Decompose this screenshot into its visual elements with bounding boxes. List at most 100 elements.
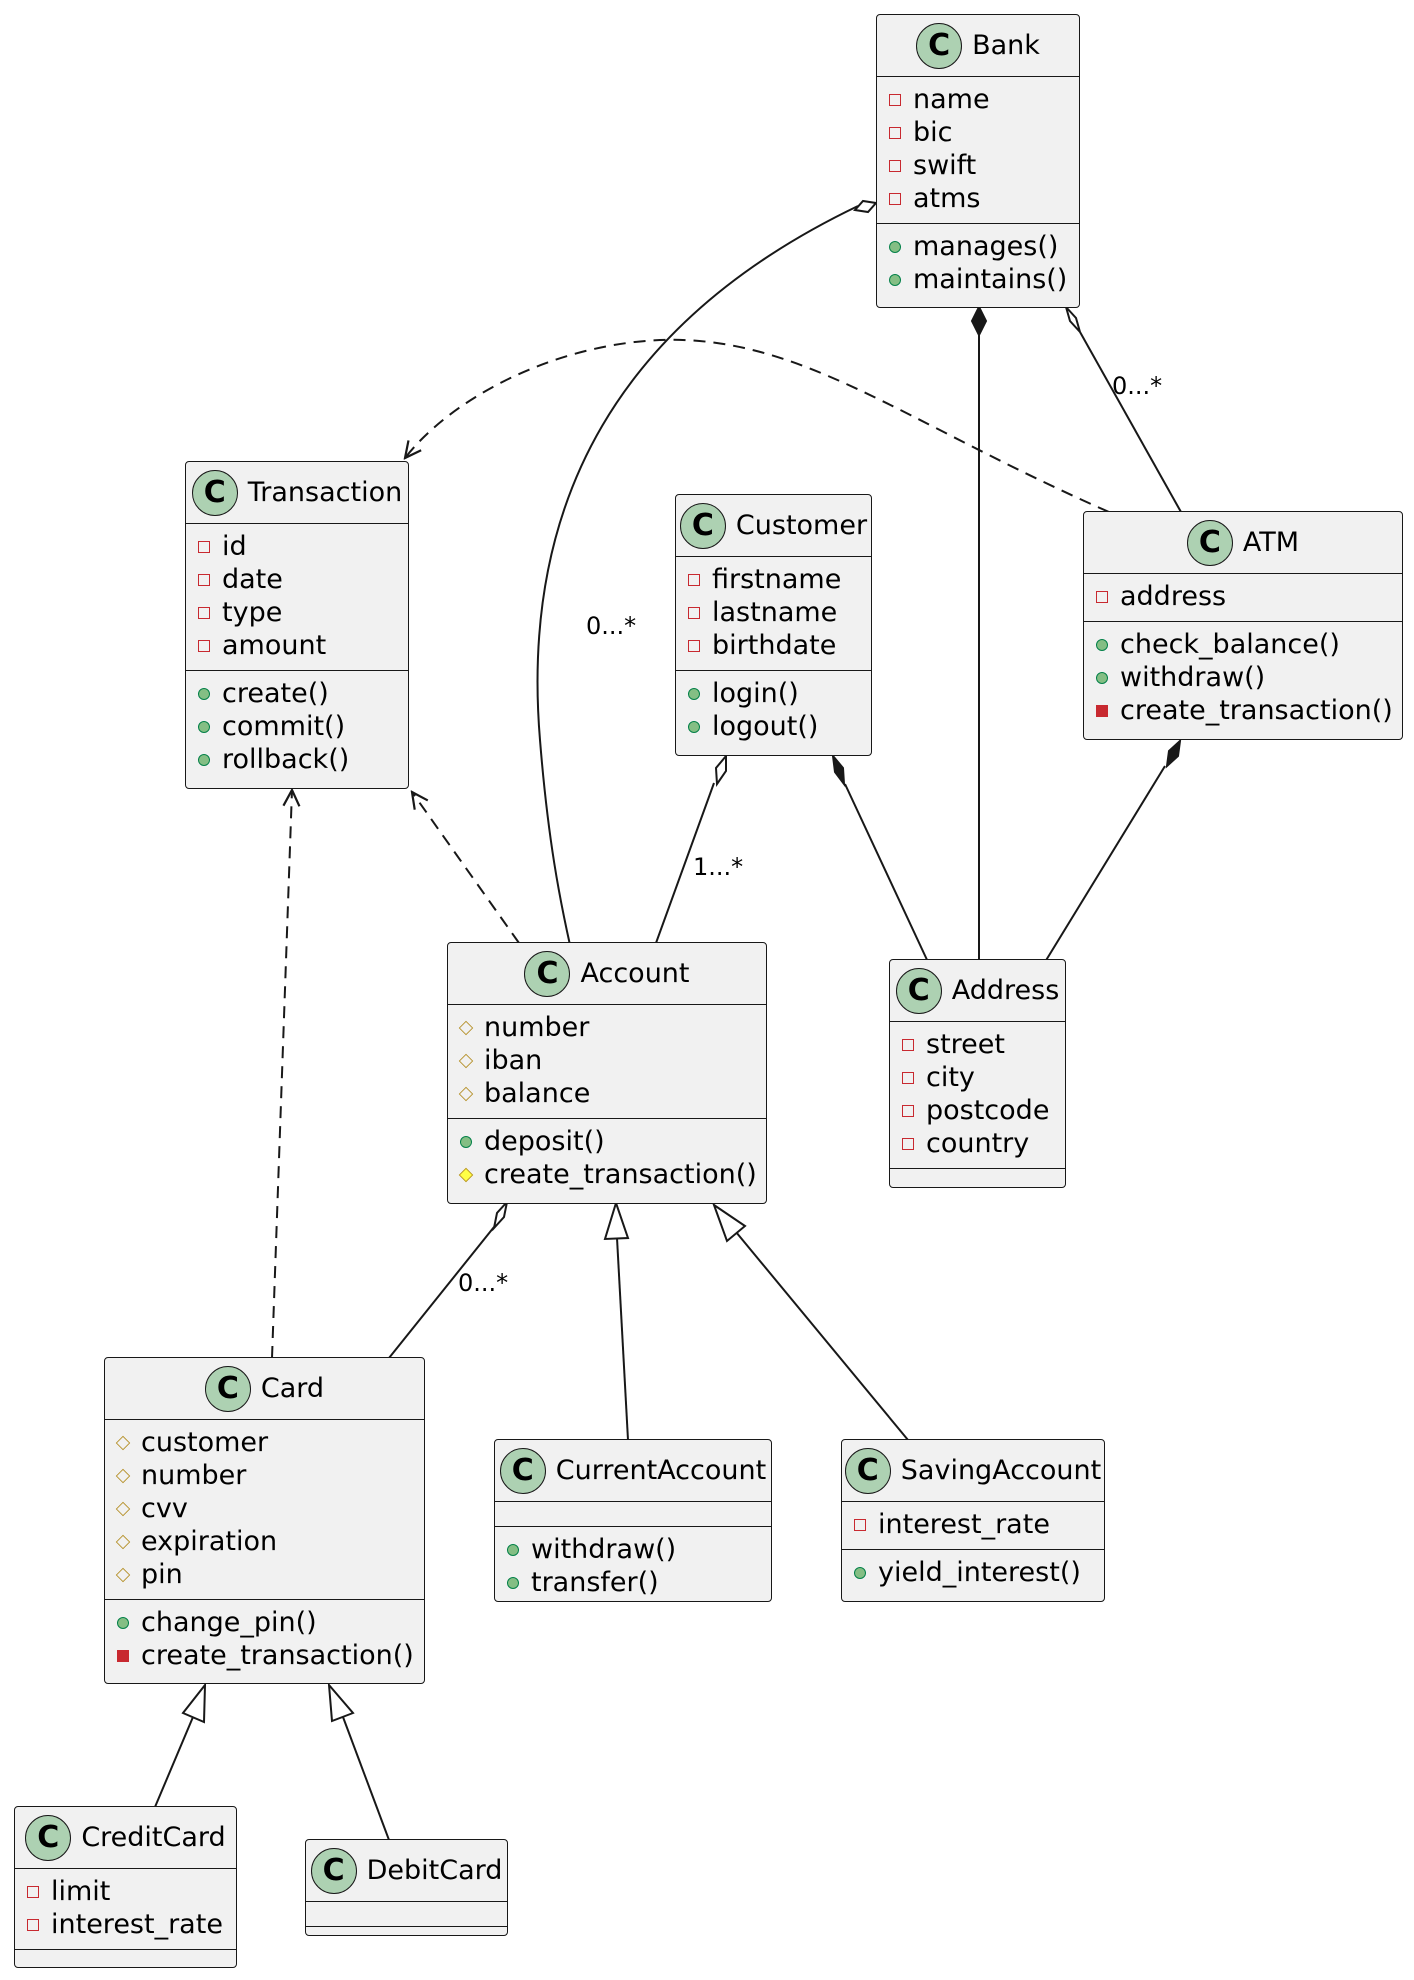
attribute-row: number bbox=[458, 1011, 754, 1044]
attribute-name: interest_rate bbox=[51, 1909, 223, 1940]
private-visibility-icon bbox=[198, 639, 210, 652]
class-name: Bank bbox=[972, 30, 1040, 61]
attribute-row: customer bbox=[115, 1426, 412, 1459]
attribute-name: cvv bbox=[141, 1493, 188, 1524]
class-header: C Card bbox=[105, 1358, 424, 1420]
composition-diamond bbox=[1165, 738, 1182, 769]
class-stereotype-icon: C bbox=[204, 1365, 251, 1412]
operations-section: yield_interest() bbox=[842, 1550, 1104, 1597]
private-visibility-icon bbox=[1096, 590, 1108, 603]
attribute-name: expiration bbox=[141, 1526, 278, 1557]
edge-debitcard-card bbox=[327, 1682, 390, 1841]
aggregation-diamond bbox=[492, 1198, 509, 1232]
attribute-name: bic bbox=[913, 117, 953, 148]
edge-creditcard-card bbox=[154, 1682, 207, 1808]
private-visibility-icon bbox=[889, 126, 901, 139]
class-name: SavingAccount bbox=[900, 1455, 1102, 1486]
edge-savingaccount-account bbox=[712, 1202, 909, 1441]
operations-section bbox=[890, 1169, 1065, 1193]
public-visibility-icon bbox=[1096, 638, 1108, 651]
class-stereotype-icon: C bbox=[524, 950, 571, 997]
operation-name: withdraw() bbox=[531, 1534, 677, 1565]
aggregation-diamond bbox=[714, 753, 727, 787]
operation-name: rollback() bbox=[222, 744, 350, 775]
operation-row: create_transaction() bbox=[458, 1158, 757, 1191]
protected-visibility-icon bbox=[115, 1501, 131, 1516]
operation-row: create_transaction() bbox=[1096, 694, 1393, 727]
operation-name: check_balance() bbox=[1120, 629, 1340, 660]
public-visibility-icon bbox=[854, 1566, 866, 1579]
attribute-row: limit bbox=[27, 1875, 224, 1908]
attribute-name: address bbox=[1120, 581, 1227, 612]
attribute-row: lastname bbox=[688, 596, 859, 629]
private-visibility-icon bbox=[27, 1918, 39, 1931]
attribute-name: interest_rate bbox=[878, 1509, 1050, 1540]
attribute-row: number bbox=[115, 1459, 412, 1492]
operation-name: change_pin() bbox=[141, 1607, 317, 1638]
class-stereotype-icon: C bbox=[191, 469, 238, 516]
private-visibility-icon bbox=[198, 540, 210, 553]
public-visibility-icon bbox=[507, 1543, 519, 1556]
class-stereotype-icon: C bbox=[499, 1447, 546, 1494]
operation-name: yield_interest() bbox=[878, 1557, 1081, 1588]
attributes-section: address bbox=[1084, 574, 1402, 622]
private-visibility-icon bbox=[117, 1649, 129, 1662]
class-name: Transaction bbox=[247, 477, 403, 508]
edge-bank-atm bbox=[1065, 306, 1182, 513]
private-visibility-icon bbox=[688, 606, 700, 619]
attribute-row: interest_rate bbox=[27, 1908, 224, 1941]
attribute-name: firstname bbox=[712, 564, 842, 595]
class-stereotype-icon: C bbox=[310, 1847, 357, 1894]
private-visibility-icon bbox=[1096, 704, 1108, 717]
attributes-section bbox=[495, 1502, 771, 1527]
attribute-name: number bbox=[141, 1460, 247, 1491]
attribute-row: firstname bbox=[688, 563, 859, 596]
attribute-row: amount bbox=[198, 629, 396, 662]
class-name: Card bbox=[260, 1373, 325, 1404]
attribute-row: postcode bbox=[902, 1094, 1053, 1127]
attributes-section bbox=[306, 1902, 507, 1927]
protected-visibility-icon bbox=[458, 1020, 474, 1035]
operation-row: maintains() bbox=[889, 263, 1067, 296]
private-visibility-icon bbox=[889, 159, 901, 172]
attribute-name: iban bbox=[484, 1045, 543, 1076]
operations-section: manages()maintains() bbox=[877, 224, 1079, 304]
class-header: C Transaction bbox=[186, 462, 408, 524]
protected-visibility-icon bbox=[458, 1086, 474, 1101]
attributes-section: interest_rate bbox=[842, 1502, 1104, 1550]
attribute-row: id bbox=[198, 530, 396, 563]
attribute-row: pin bbox=[115, 1558, 412, 1591]
private-visibility-icon bbox=[902, 1137, 914, 1150]
attribute-name: customer bbox=[141, 1427, 269, 1458]
operation-row: withdraw() bbox=[507, 1533, 759, 1566]
public-visibility-icon bbox=[117, 1616, 129, 1629]
edge-card-transaction bbox=[271, 790, 292, 1359]
operations-section: withdraw()transfer() bbox=[495, 1527, 771, 1607]
public-visibility-icon bbox=[889, 273, 901, 286]
generalization-triangle bbox=[181, 1682, 207, 1724]
class-name: Customer bbox=[735, 510, 868, 541]
protected-visibility-icon bbox=[115, 1567, 131, 1582]
